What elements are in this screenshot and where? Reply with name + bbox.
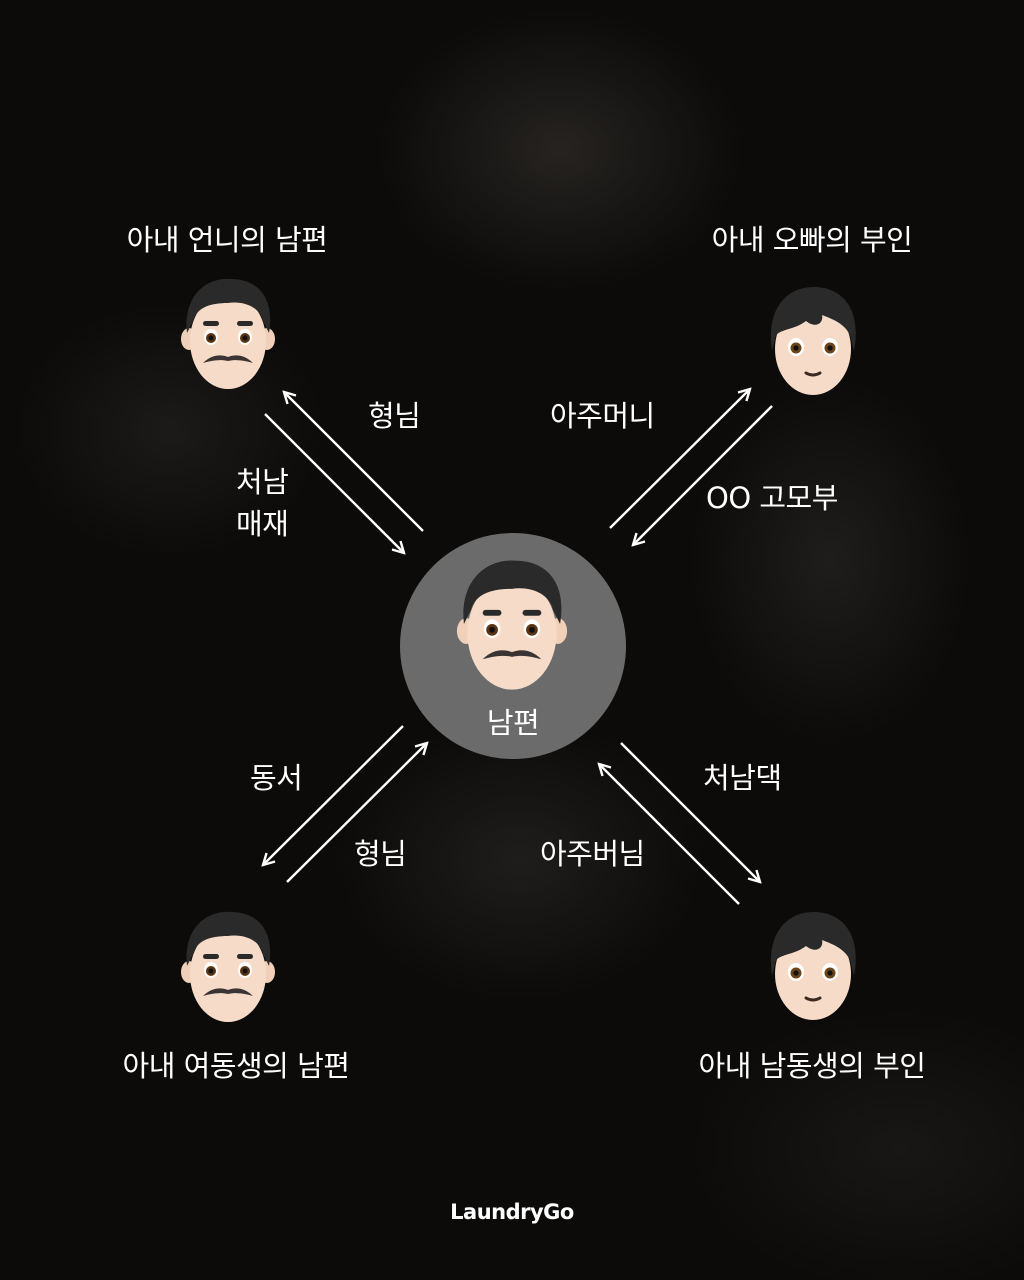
- arrow-to-bottom-right: [599, 764, 740, 905]
- node-label-bottom-right: 아내 남동생의 부인: [698, 1049, 926, 1083]
- arrow-from-bottom-right: [620, 742, 760, 882]
- node-label-bottom-left: 아내 여동생의 남편: [122, 1049, 350, 1083]
- edge-label-bottom-left-to: 형님: [354, 837, 407, 871]
- brand-logo: LaundryGo: [450, 1200, 574, 1224]
- man-mustache-emoji: [181, 911, 275, 1022]
- edge-label-bottom-left-from: 동서: [250, 761, 303, 795]
- edge-label-top-left-from-1: 처남: [236, 465, 289, 499]
- edge-label-bottom-right-from: 처남댁: [703, 761, 782, 795]
- arrow-to-top-right: [609, 389, 750, 529]
- node-label-top-left: 아내 언니의 남편: [126, 223, 328, 257]
- arrow-from-bottom-left: [263, 725, 404, 865]
- edge-label-top-right-to: 아주머니: [550, 399, 655, 433]
- center-node-label: 남편: [486, 706, 540, 740]
- man-mustache-emoji: [181, 278, 275, 389]
- man-mustache-emoji: [456, 560, 568, 690]
- edge-label-top-right-from: OO 고모부: [706, 481, 838, 515]
- arrow-from-top-right: [633, 405, 773, 545]
- arrow-to-bottom-left: [286, 743, 427, 883]
- edge-label-bottom-right-to: 아주버님: [540, 837, 645, 871]
- person-short-hair-emoji: [770, 912, 856, 1020]
- arrow-from-top-left: [264, 413, 404, 553]
- edge-label-top-left-from-2: 매재: [236, 507, 289, 541]
- edge-label-top-left-to: 형님: [368, 399, 421, 433]
- node-label-top-right: 아내 오빠의 부인: [711, 223, 913, 257]
- arrow-to-top-left: [284, 392, 424, 532]
- person-short-hair-emoji: [770, 287, 856, 395]
